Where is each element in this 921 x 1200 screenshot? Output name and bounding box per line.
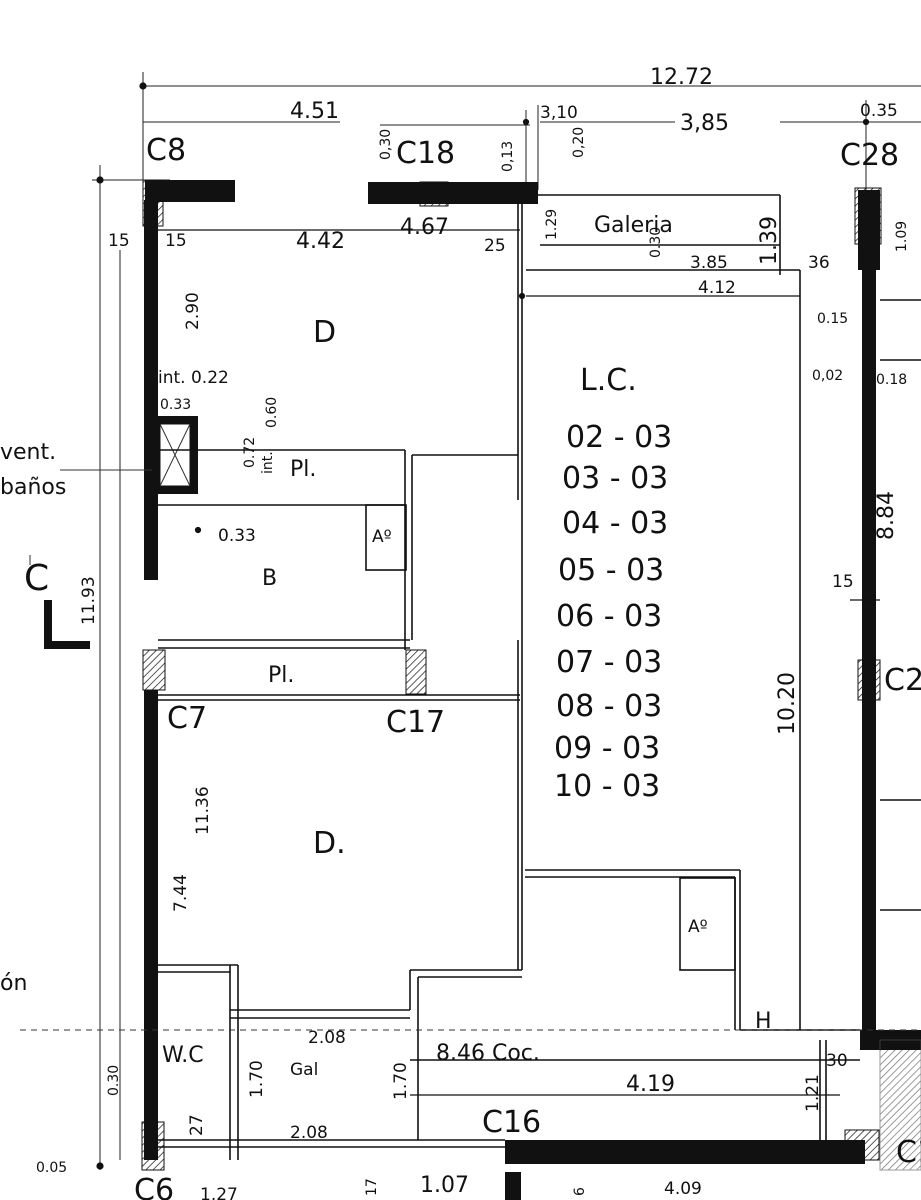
dim-left: 4.51 (290, 99, 339, 124)
dim-label: 2.08 (290, 1123, 328, 1143)
dim-label: 25 (484, 236, 506, 256)
column-c2: C2 (884, 663, 921, 698)
dim-label: 4.42 (296, 229, 345, 254)
dim-label: 1.09 (894, 221, 910, 252)
dim-label: 0.18 (876, 372, 907, 388)
dim-label: 11.36 (193, 786, 213, 835)
dim-label: 36 (808, 253, 830, 273)
dim-label: 30 (826, 1051, 848, 1071)
unit-item: 09 - 03 (554, 731, 660, 766)
dim-label: 1.70 (391, 1062, 411, 1100)
column-c18: C18 (396, 136, 455, 171)
room-gal: Gal (290, 1060, 318, 1080)
dim-label: 2.90 (183, 292, 203, 330)
partitions (20, 194, 921, 1160)
dim-mid-b: 3,85 (680, 111, 729, 136)
dim-label: 15 (165, 231, 187, 251)
dim-label: 2.08 (308, 1028, 346, 1048)
room-d-bottom: D. (313, 826, 346, 861)
dim-label: 0.05 (36, 1160, 67, 1176)
note-vent: vent. (0, 440, 56, 465)
room-coc: 8.46 Coc. (436, 1041, 540, 1066)
unit-item: 06 - 03 (556, 599, 662, 634)
dim-label: 0.15 (817, 311, 848, 327)
dim-c18-c: 0,20 (571, 127, 587, 158)
dim-label: 0.33 (160, 397, 191, 413)
dim-label: 1.29 (544, 209, 560, 240)
interior-dimensions: 4.42 4.67 15 15 25 1.29 0.30 3.85 1.39 3… (36, 209, 910, 1200)
dim-label: 15 (832, 572, 854, 592)
left-notes: vent. baños C 11.93 ón (0, 440, 99, 996)
dim-label: 8.84 (874, 491, 899, 540)
walls (144, 180, 921, 1164)
dim-label: 3.85 (690, 253, 728, 273)
dim-label: 4.19 (626, 1072, 675, 1097)
dim-label: 1.27 (200, 1185, 238, 1200)
column-c1: C1 (896, 1135, 921, 1170)
room-a-1: Aº (372, 527, 392, 547)
room-lc: L.C. (580, 363, 637, 398)
dim-label: 1.07 (420, 1173, 469, 1198)
unit-item: 07 - 03 (556, 645, 662, 680)
unit-item: 10 - 03 (554, 769, 660, 804)
dim-label: 4.09 (664, 1179, 702, 1199)
dim-label: int. 0.22 (158, 368, 229, 388)
column-c8: C8 (146, 133, 186, 168)
dim-label: 27 (187, 1114, 207, 1136)
dim-right: 0.35 (860, 101, 898, 121)
dim-label: 1.39 (757, 216, 782, 265)
top-dimension-lines (92, 72, 921, 1170)
room-d-top: D (313, 315, 336, 350)
dim-c18-a: 0,30 (378, 129, 394, 160)
dim-label: 1.70 (247, 1060, 267, 1098)
dim-label: 0.30 (648, 227, 664, 258)
dim-c18-b: 0,13 (500, 141, 516, 172)
note-banos: baños (0, 475, 66, 500)
dim-label: 17 (364, 1178, 380, 1196)
room-a-2: Aº (688, 917, 708, 937)
units-list: 02 - 03 03 - 03 04 - 03 05 - 03 06 - 03 … (554, 420, 672, 804)
dim-label: 4.67 (400, 215, 449, 240)
section-mark (44, 600, 90, 649)
column-c17: C17 (386, 705, 445, 740)
dim-label: 0,02 (812, 368, 843, 384)
section-letter: C (24, 558, 49, 599)
room-pl-2: Pl. (268, 663, 294, 688)
room-pl-1: Pl. (290, 457, 316, 482)
dim-label: 4.12 (698, 278, 736, 298)
unit-item: 03 - 03 (562, 461, 668, 496)
dim-label: 15 (108, 231, 130, 251)
top-dimensions: 12.72 4.51 3,10 3,85 0.35 0,30 0,13 0,20 (290, 65, 898, 172)
unit-item: 08 - 03 (556, 689, 662, 724)
dim-label: 0.30 (106, 1065, 122, 1096)
room-wc: W.C (162, 1043, 204, 1068)
column-c28: C28 (840, 138, 899, 173)
dim-label: 6 (572, 1187, 588, 1196)
dim-label: 0.60 (264, 397, 280, 428)
hatched-columns (141, 179, 921, 1200)
note-on: ón (0, 971, 27, 996)
unit-item: 04 - 03 (562, 506, 668, 541)
dim-label: 0.72 (242, 437, 258, 468)
unit-item: 02 - 03 (566, 420, 672, 455)
dim-total: 12.72 (650, 65, 713, 90)
room-labels: D D. L.C. B Pl. Pl. Aº Aº Galeria W.C Ga… (162, 213, 772, 1080)
room-galeria: Galeria (594, 213, 673, 238)
tick-marks (96, 82, 880, 1170)
unit-item: 05 - 03 (558, 553, 664, 588)
column-c7: C7 (167, 701, 207, 736)
dim-label: 7.44 (171, 874, 191, 912)
section-dim: 11.93 (79, 576, 99, 625)
room-h: H (755, 1009, 772, 1034)
room-b: B (262, 566, 277, 591)
column-c6: C6 (134, 1173, 174, 1200)
dim-label: 0.33 (218, 526, 256, 546)
column-labels: C8 C18 C28 C7 C17 C16 C6 C2 C1 (134, 133, 921, 1200)
dim-mid-a: 3,10 (540, 103, 578, 123)
dim-label: 10.20 (775, 672, 800, 735)
dim-label: 1.21 (803, 1074, 823, 1112)
column-c16: C16 (482, 1105, 541, 1140)
dim-label: int. (260, 451, 276, 474)
